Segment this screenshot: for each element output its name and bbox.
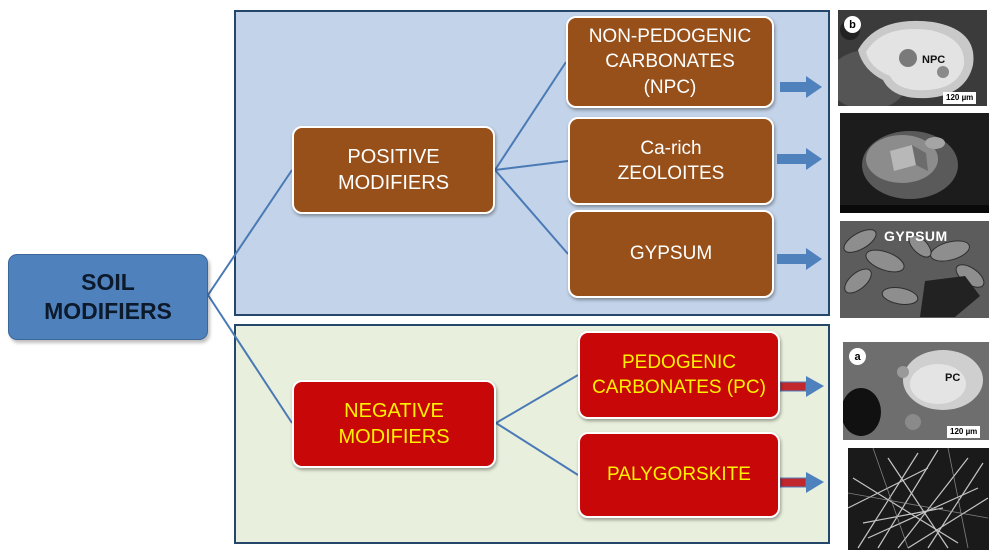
zeolites-node: Ca-rich ZEOLOITES [568,117,774,205]
pc-image-label: PC [945,372,961,384]
pc-scale-bar: 120 µm [947,426,981,438]
npc-micrograph: b NPC 120 µm [838,10,987,106]
soil-modifiers-node: SOIL MODIFIERS [8,254,208,340]
negative-modifiers-node: NEGATIVE MODIFIERS [292,380,496,468]
pc-micrograph: a PC 120 µm [843,342,989,440]
positive-modifiers-node: POSITIVE MODIFIERS [292,126,495,214]
palygorskite-micrograph [848,448,989,550]
gypsum-image-label: GYPSUM [884,228,948,244]
pc-panel-letter: a [849,348,866,365]
gypsum-node: GYPSUM [568,210,774,298]
palygorskite-node: PALYGORSKITE [578,432,780,518]
npc-scale-bar: 120 µm [943,92,977,104]
gypsum-micrograph: GYPSUM [840,221,989,318]
pc-node: PEDOGENIC CARBONATES (PC) [578,331,780,419]
npc-node: NON-PEDOGENIC CARBONATES (NPC) [566,16,774,108]
npc-image-label: NPC [922,54,946,66]
zeolite-micrograph [840,113,989,213]
npc-panel-letter: b [844,16,861,33]
